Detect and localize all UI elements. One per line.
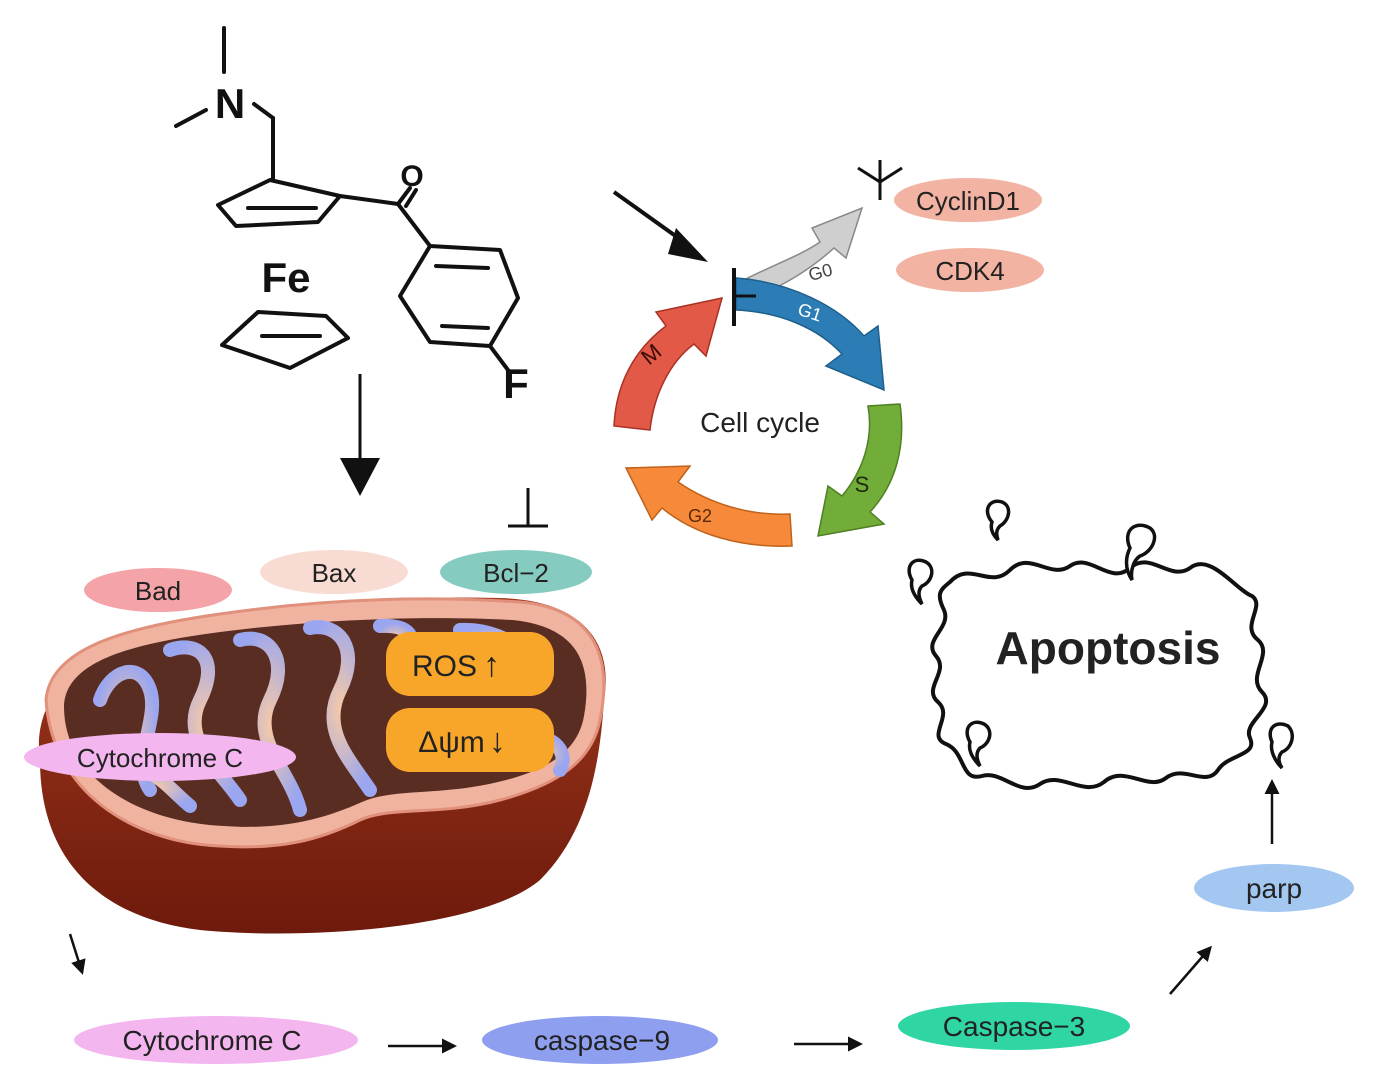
phase-s-label: S xyxy=(855,472,870,497)
phase-s-arrow xyxy=(817,403,903,537)
phase-g1-arrow xyxy=(735,277,885,392)
cyclind1-label: CyclinD1 xyxy=(916,186,1020,216)
caspase9-oval xyxy=(482,1016,718,1064)
caspase3-oval xyxy=(898,1002,1130,1050)
arrow-caspase3-to-parp xyxy=(1169,945,1212,995)
ferrocene-molecule xyxy=(174,26,520,372)
iron-atom-label: Fe xyxy=(261,254,310,301)
caspase3-label: Caspase−3 xyxy=(943,1011,1085,1042)
dpsi-down-arrow: ↓ xyxy=(489,722,506,760)
bcl2-label: Bcl−2 xyxy=(483,558,549,588)
cytochrome-c-label: Cytochrome C xyxy=(123,1025,302,1056)
fluorine-atom-label: F xyxy=(503,360,529,407)
ros-up-arrow: ↑ xyxy=(483,646,500,684)
bax-label: Bax xyxy=(312,558,357,588)
cdk4-label: CDK4 xyxy=(935,256,1004,286)
caspase9-label: caspase−9 xyxy=(534,1025,670,1056)
inhibit-bcl2-symbol xyxy=(508,488,548,528)
phase-g2-label: G2 xyxy=(688,506,712,526)
bcl2-oval xyxy=(440,550,592,594)
cytochrome-c-oval xyxy=(74,1016,358,1064)
cdk4-oval xyxy=(896,248,1044,292)
arrow-molecule-to-cell-cycle xyxy=(612,190,686,244)
cyclind1-oval xyxy=(894,178,1042,222)
cell-cycle-label: Cell cycle xyxy=(700,407,820,438)
bad-label: Bad xyxy=(135,576,181,606)
bax-oval xyxy=(260,550,408,594)
parp-oval xyxy=(1194,864,1354,912)
ros-label: ROS↑ xyxy=(412,646,500,684)
cytochrome-c-mito-label: Cytochrome C xyxy=(77,743,243,773)
ros-box xyxy=(386,632,554,696)
phase-g2-arrow xyxy=(624,465,793,547)
apoptosis-label: Apoptosis xyxy=(996,622,1221,674)
arrowhead-molecule-to-mitochondria xyxy=(340,458,380,496)
cell-cycle-wheel xyxy=(613,206,903,547)
dpsi-label: Δψm↓ xyxy=(418,722,505,760)
arrowhead-molecule-to-cell-cycle xyxy=(668,228,708,262)
nitrogen-atom-label: N xyxy=(215,80,245,127)
inhibit-cyclind1-symbol xyxy=(857,160,903,200)
bad-oval xyxy=(84,568,232,612)
apoptotic-bodies xyxy=(907,499,1294,770)
cytochrome-c-mito-oval xyxy=(24,733,296,781)
dpsi-box xyxy=(386,708,554,772)
parp-label: parp xyxy=(1246,873,1302,904)
phase-m-arrow xyxy=(613,297,724,431)
oxygen-atom-label: O xyxy=(400,160,423,193)
apoptosis-cell-outline xyxy=(930,560,1269,790)
arrow-mito-to-cytochrome xyxy=(68,933,86,975)
